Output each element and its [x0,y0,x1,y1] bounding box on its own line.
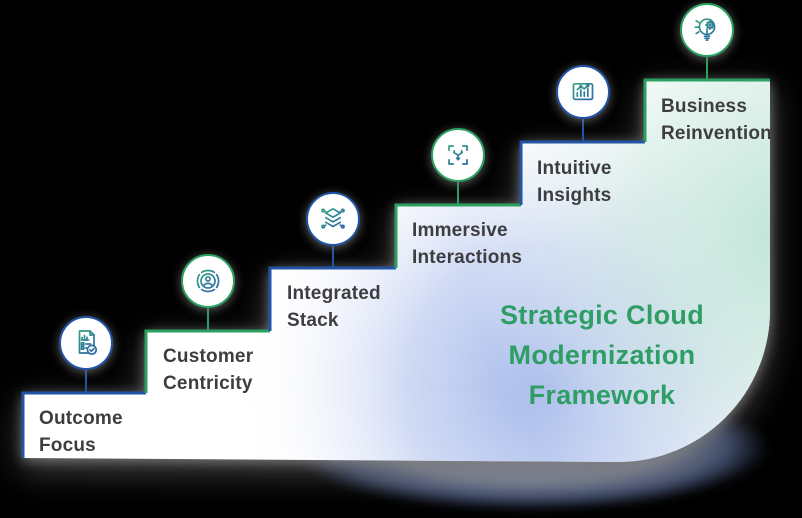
spatial-arrows-icon [448,145,468,165]
step-label-intuitive-insights: Intuitive Insights [537,158,612,206]
step-label-immersive-interactions: Immersive Interactions [412,220,523,268]
step-label-outcome-focus: Outcome Focus [39,408,123,456]
step-edge-intuitive-insights [519,140,645,205]
step-edge-customer-centricity [144,329,270,393]
step-edge-immersive-interactions [394,203,521,268]
diagram-title: Strategic Cloud Modernization Framework [499,300,705,410]
layers-stack-icon [321,207,345,229]
step-label-integrated-stack: Integrated Stack [287,283,381,331]
step-label-customer-centricity: Customer Centricity [163,346,254,394]
customer-orbit-icon [196,269,220,293]
mint-gradient-overlay [23,80,770,462]
step-label-business-reinvention: Business Reinvention [661,96,772,144]
icon-circle-outcome-focus [59,316,113,370]
report-check-icon [78,330,98,356]
insights-chart-icon [572,82,594,101]
step-edge-integrated-stack [268,266,396,331]
step-edge-business-reinvention [643,78,770,142]
icon-circle-intuitive-insights [556,65,610,119]
icon-circle-integrated-stack [306,192,360,246]
bulb-gear-icon [694,18,716,41]
step-edge-outcome-focus [21,391,146,458]
